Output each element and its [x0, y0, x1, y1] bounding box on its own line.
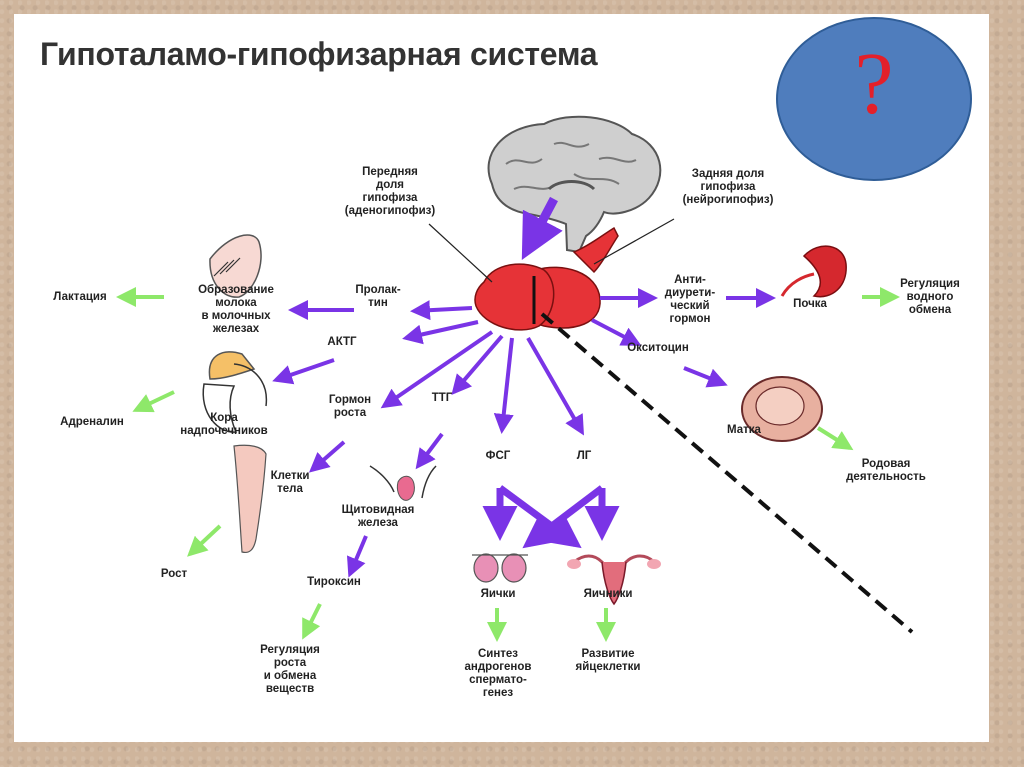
androgen-synthesis-label: Синтез андрогенов спермато- генез: [464, 648, 532, 699]
effect-arrows: [116, 287, 900, 642]
anterior-leader-line: [428, 223, 493, 283]
oxytocin-label: Окситоцин: [627, 342, 689, 354]
testes-image: [472, 553, 528, 583]
prolactin-label: Пролак- тин: [355, 284, 401, 309]
anterior-lobe-label: Передняя доля гипофиза (аденогипофиз): [344, 166, 436, 217]
adrenal-cortex-label: Кора надпочечников: [180, 412, 268, 437]
testes-label: Яички: [480, 588, 516, 600]
fsg-label: ФСГ: [485, 450, 511, 462]
slide-title: Гипоталамо-гипофизарная система: [40, 36, 598, 72]
thyroid-label: Щитовидная железа: [341, 504, 415, 529]
actg-label: АКТГ: [327, 336, 357, 348]
kidney-image: [780, 245, 847, 298]
question-mark: ?: [854, 36, 894, 133]
dashed-divider: [540, 312, 914, 634]
uterus-image: [741, 376, 823, 442]
hypothalamus-arrow: [521, 196, 563, 260]
kidney-label: Почка: [793, 298, 827, 310]
thyroxine-label: Тироксин: [307, 576, 361, 588]
labor-activity-label: Родовая деятельность: [846, 458, 926, 483]
slide: Гипоталамо-гипофизарная система: [14, 14, 989, 742]
gonad-arrows: [482, 485, 620, 549]
regulation-growth-label: Регуляция роста и обмена веществ: [260, 644, 320, 695]
antidiuretic-hormone-label: Анти- диурети- ческий гормон: [664, 274, 716, 325]
diagram-canvas: [116, 115, 914, 642]
hormone-arrows: [272, 288, 776, 578]
leg-image: [233, 444, 267, 554]
lg-label: ЛГ: [576, 450, 592, 462]
adrenalin-label: Адреналин: [60, 416, 124, 428]
question-circle-button[interactable]: ?: [776, 17, 972, 181]
adrenal-kidney-image: [202, 351, 268, 433]
brain-image: [487, 115, 662, 254]
egg-development-label: Развитие яйцеклетки: [575, 648, 641, 673]
uterus-label: Матка: [727, 424, 761, 436]
mammary-gland-image: [209, 234, 262, 298]
growth-label: Рост: [160, 568, 188, 580]
thyroid-image: [369, 465, 437, 501]
lactation-label: Лактация: [53, 291, 107, 303]
ttg-label: ТТГ: [431, 392, 453, 404]
posterior-lobe-label: Задняя доля гипофиза (нейрогипофиз): [682, 168, 774, 206]
water-regulation-label: Регуляция водного обмена: [900, 278, 960, 316]
milk-formation-label: Образование молока в молочных железах: [198, 284, 274, 335]
ovaries-label: Яичники: [583, 588, 633, 600]
body-cells-label: Клетки тела: [270, 470, 310, 495]
growth-hormone-label: Гормон роста: [328, 394, 372, 419]
posterior-leader-line: [593, 218, 675, 265]
ovaries-image: [567, 554, 661, 606]
pituitary-gland: [474, 226, 619, 331]
